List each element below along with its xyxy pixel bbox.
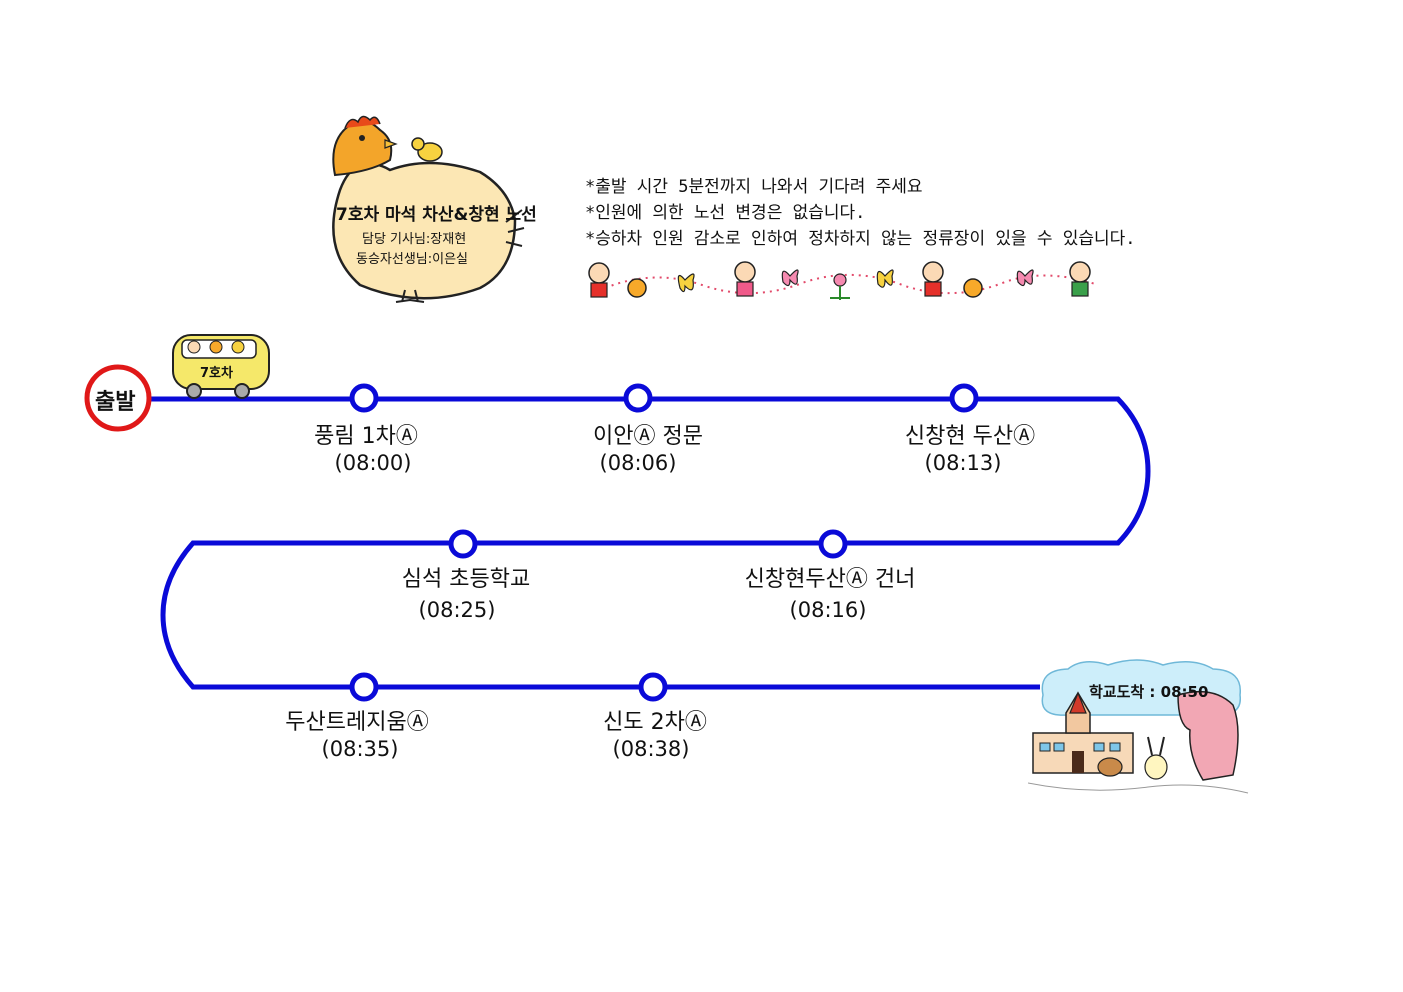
ground-line	[1028, 782, 1249, 794]
bus-passenger-icon	[231, 340, 245, 354]
butterfly-icon	[781, 269, 799, 287]
butterfly-icon	[677, 273, 695, 293]
hen-illustration	[332, 115, 525, 303]
stop-5-name: 심석 초등학교	[401, 567, 531, 592]
notice-3: *승하차 인원 감소로 인하여 정차하지 않는 정류장이 있을 수 있습니다.	[585, 229, 1136, 249]
route-title: 7호차 마석 차산&창현 노선	[336, 205, 537, 225]
stop-7-name: 신도 2차Ⓐ	[603, 710, 707, 735]
bus-wheel	[234, 383, 250, 399]
decorative-kids-border	[588, 261, 1096, 300]
stop-marker-2	[623, 383, 653, 413]
hen-body-shape	[332, 161, 517, 300]
butterfly-icon	[876, 269, 894, 288]
stop-2-time: (08:06)	[599, 451, 677, 475]
rabbit-icon	[1144, 754, 1168, 780]
stop-1-name: 풍림 1차Ⓐ	[314, 424, 418, 449]
start-label: 출발	[95, 390, 136, 415]
rabbit-ears	[1147, 736, 1165, 756]
teacher-line: 동승자선생님:이은실	[356, 252, 469, 267]
hen-eye	[359, 135, 365, 141]
bus-wheel	[186, 383, 202, 399]
bus-label: 7호차	[200, 366, 233, 381]
stop-1-time: (08:00)	[334, 451, 412, 475]
kid-icon	[588, 262, 610, 298]
stop-7-time: (08:38)	[612, 737, 690, 761]
school-windows	[1039, 742, 1121, 752]
stop-marker-4	[818, 529, 848, 559]
kid-icon	[734, 261, 756, 297]
route-line	[150, 396, 1151, 690]
stop-3-name: 신창현 두산Ⓐ	[904, 424, 1036, 449]
hen-comb-shape	[344, 115, 381, 129]
stop-marker-1	[349, 383, 379, 413]
stop-6-name: 두산트레지움Ⓐ	[285, 710, 429, 735]
sun-icon	[627, 278, 647, 298]
driver-line: 담당 기사님:장재현	[362, 232, 467, 247]
kid-icon	[1069, 261, 1091, 297]
sun-icon	[963, 278, 983, 298]
notice-2: *인원에 의한 노선 변경은 없습니다.	[585, 203, 866, 223]
school-roof	[1069, 691, 1087, 714]
bus-passenger-icon	[187, 340, 201, 354]
stop-marker-5	[448, 529, 478, 559]
stop-marker-6	[349, 672, 379, 702]
stop-marker-7	[638, 672, 668, 702]
arrival-label: 학교도착 : 08:50	[1089, 683, 1209, 701]
start-circle	[84, 364, 152, 432]
butterfly-icon	[1016, 269, 1034, 287]
flower-icon	[830, 273, 850, 300]
school-arrival-illustration	[1028, 659, 1249, 794]
stop-2-name: 이안Ⓐ 정문	[593, 424, 703, 449]
stop-6-time: (08:35)	[321, 737, 399, 761]
hen-tail	[505, 209, 525, 247]
hen-head-shape	[332, 120, 393, 177]
bus-passenger-icon	[209, 340, 223, 354]
school-door	[1072, 751, 1084, 773]
stop-5-time: (08:25)	[418, 598, 496, 622]
stop-marker-3	[949, 383, 979, 413]
hen-feet	[395, 289, 425, 303]
stop-4-name: 신창현두산Ⓐ 건너	[744, 567, 916, 592]
hen-beak	[384, 139, 398, 149]
notice-1: *출발 시간 5분전까지 나와서 기다려 주세요	[585, 177, 923, 197]
stop-3-time: (08:13)	[924, 451, 1002, 475]
stop-4-time: (08:16)	[789, 598, 867, 622]
chick-head	[411, 137, 425, 151]
chick-body	[417, 142, 443, 162]
elephant-icon	[1177, 690, 1239, 781]
dog-icon	[1097, 757, 1123, 777]
kid-icon	[922, 261, 944, 297]
bus-illustration	[172, 334, 270, 399]
